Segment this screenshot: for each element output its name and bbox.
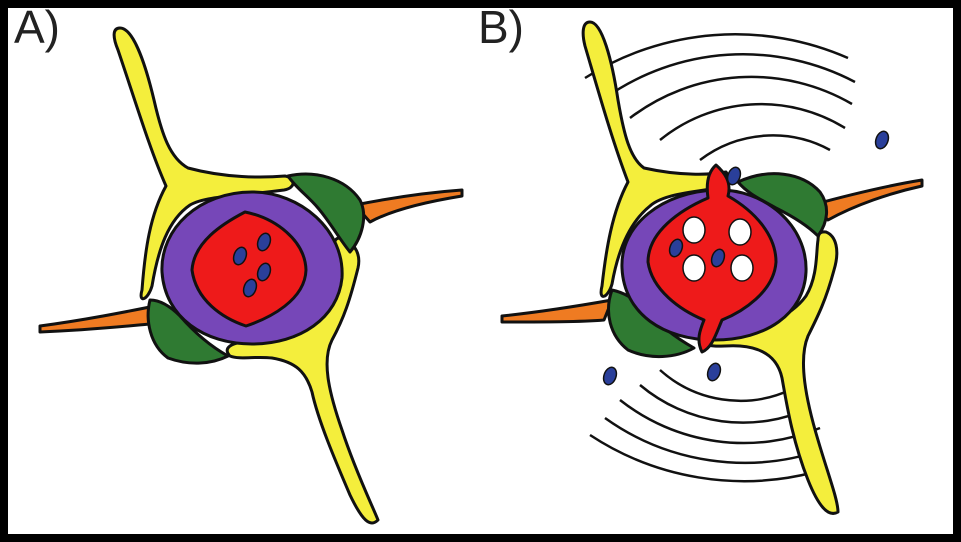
vesicle [731,255,753,281]
vesicle [683,255,705,281]
vesicle [729,219,751,245]
vesicle [683,217,705,243]
panel-label-a: A) [14,4,60,50]
panel-label-b: B) [478,4,524,50]
